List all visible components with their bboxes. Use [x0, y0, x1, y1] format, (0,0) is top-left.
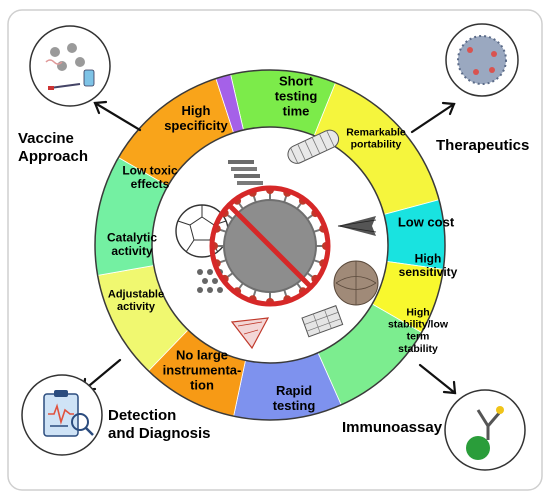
- nanotube-icon: [287, 129, 340, 164]
- segment-label-line: High: [182, 103, 211, 118]
- virus-no-sign-icon: [209, 185, 331, 307]
- arrow-to-vaccine-icon: [93, 100, 142, 132]
- segment-label-line: testing: [275, 89, 318, 104]
- segment-label-line: activity: [117, 301, 156, 313]
- segment-label-line: specificity: [164, 118, 228, 133]
- segment-label-line: stability: [398, 343, 438, 355]
- segment-label-line: tion: [190, 378, 214, 393]
- segment-label-line: No large: [176, 348, 228, 363]
- benefits-ring: [94, 69, 446, 421]
- immunoassay-antibody-icon: [444, 389, 526, 471]
- segment-label-line: instrumenta-: [163, 363, 242, 378]
- vaccine-circle-icon: [29, 25, 111, 107]
- nanocone-icon: [337, 216, 377, 236]
- arrow-to-immunoassay-icon: [418, 363, 457, 395]
- segment-label-line: sensitivity: [399, 265, 458, 279]
- vaccine-label-line2: Approach: [18, 148, 88, 165]
- segment-label-line: stability/low: [388, 319, 449, 331]
- detection-label-line2: and Diagnosis: [108, 425, 211, 442]
- red-nanocone-icon: [230, 317, 270, 350]
- segment-label-line: Remarkable: [346, 127, 406, 139]
- segment-label-line: portability: [351, 139, 402, 151]
- vaccine-label: Vaccine Approach: [18, 130, 88, 165]
- therapeutics-label: Therapeutics: [436, 137, 529, 154]
- nanosheet-stack-icon: [228, 160, 263, 185]
- segment-label-line: High: [406, 307, 429, 319]
- segment-label-line: High: [415, 251, 442, 265]
- segment-label-line: Low toxic: [122, 163, 178, 177]
- segment-label-line: Catalytic: [107, 230, 157, 244]
- nanosphere-icon: [333, 260, 379, 306]
- detection-label: Detection and Diagnosis: [108, 407, 211, 442]
- vaccine-label-line1: Vaccine: [18, 130, 74, 147]
- segment-label-line: Low cost: [398, 215, 455, 230]
- ring-outline: [94, 69, 446, 421]
- arrow-to-therapeutics-icon: [410, 101, 456, 134]
- segment-label-line: Short: [279, 74, 314, 89]
- detection-label-line1: Detection: [108, 407, 176, 424]
- segment-label-line: testing: [273, 398, 316, 413]
- therapeutics-nanoparticle-icon: [445, 23, 519, 97]
- graphene-sheet-icon: [301, 305, 344, 338]
- detection-report-icon: [21, 374, 103, 456]
- segment-label-low-cost: Low cost: [398, 215, 455, 230]
- segment-label-line: activity: [111, 244, 153, 258]
- graphene-lattice-icon: [197, 269, 223, 293]
- segment-label-line: Adjustable: [108, 289, 164, 301]
- segment-label-line: term: [407, 331, 430, 343]
- immunoassay-label: Immunoassay: [342, 419, 443, 436]
- segment-label-line: Rapid: [276, 383, 312, 398]
- segment-label-line: time: [283, 104, 310, 119]
- segment-label-line: effects: [131, 177, 170, 191]
